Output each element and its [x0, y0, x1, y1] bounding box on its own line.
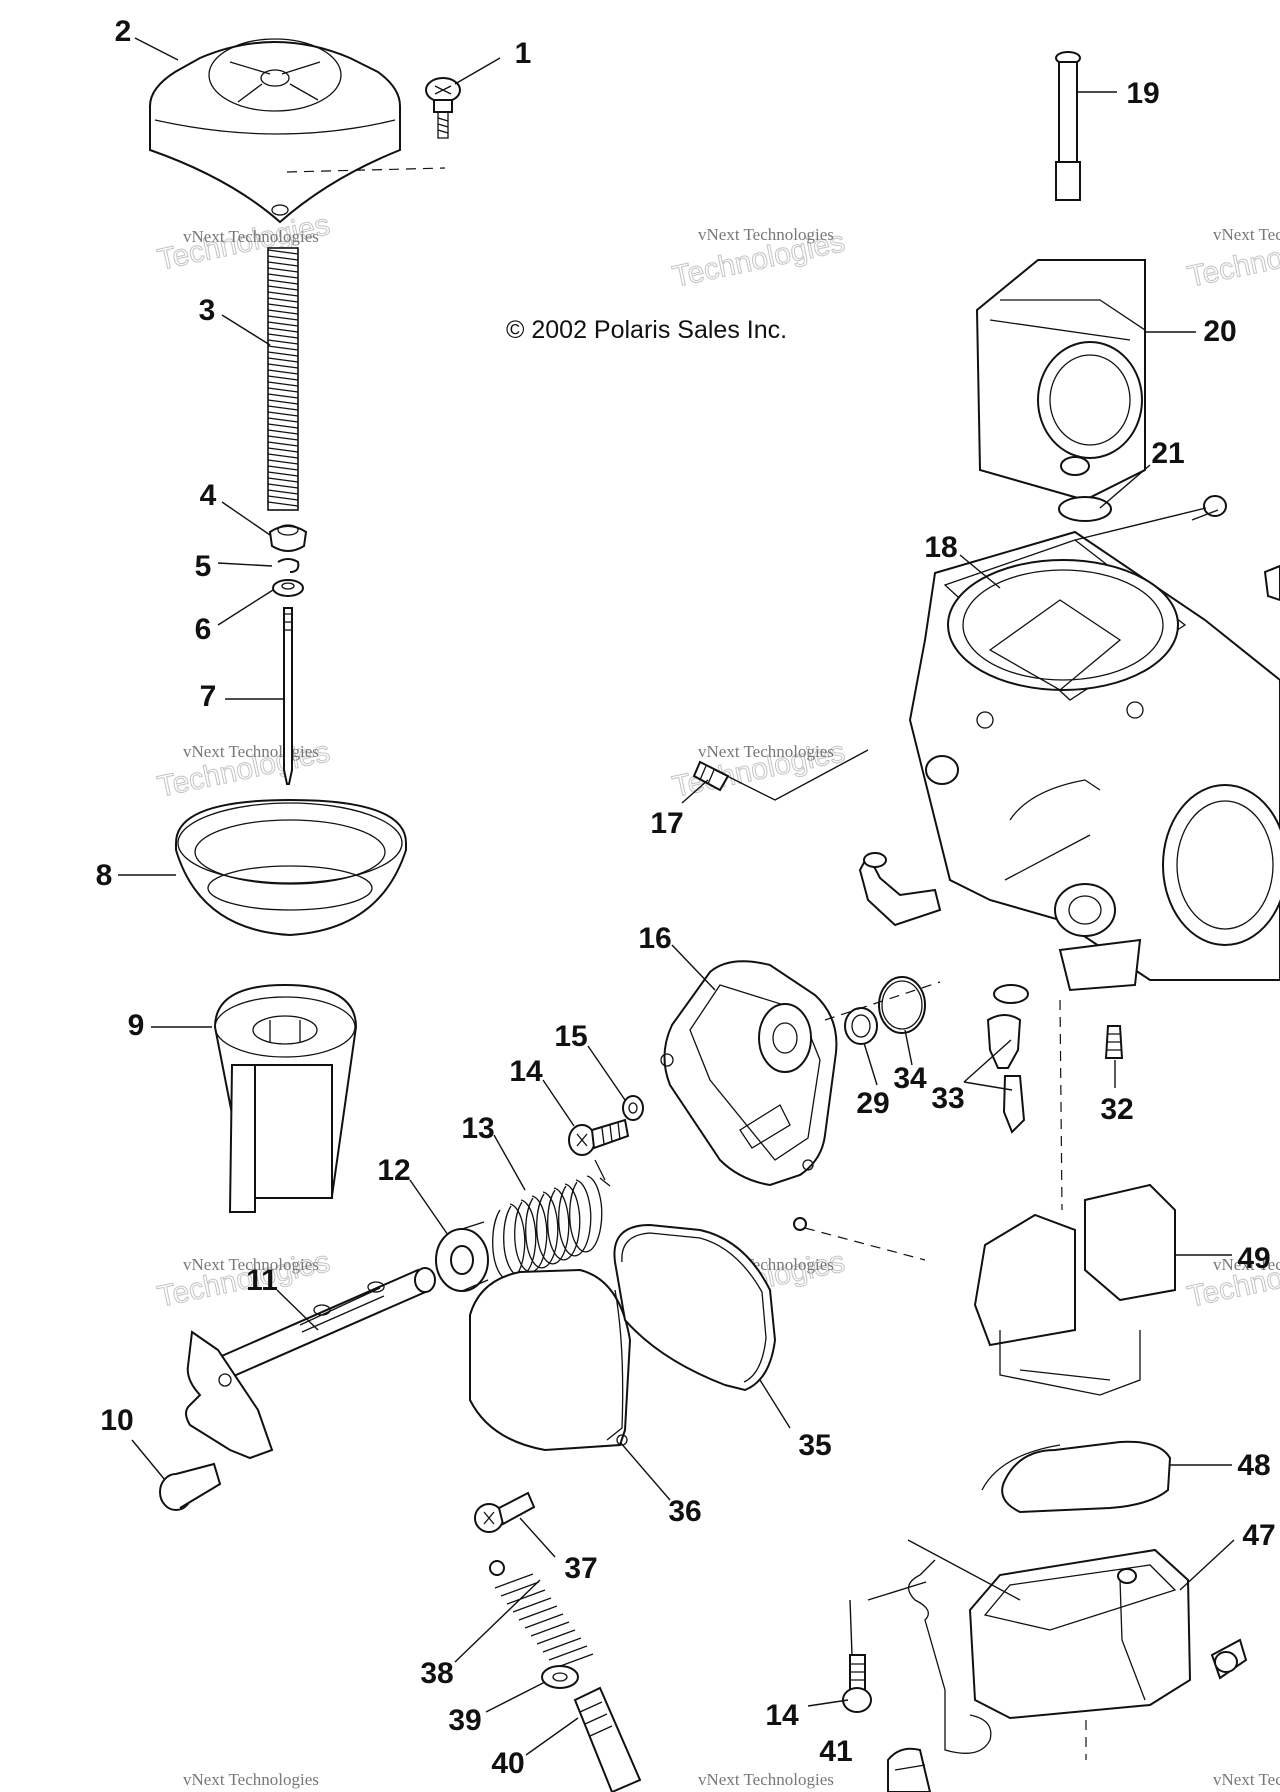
part-diaphragm [175, 798, 407, 937]
callout-2: 2 [115, 15, 132, 48]
watermark-text: vNext Technologies [698, 225, 834, 244]
copyright-notice: © 2002 Polaris Sales Inc. [506, 316, 787, 344]
part-retainer [268, 524, 308, 552]
callout-38: 38 [420, 1657, 453, 1690]
part-o-ring-21 [1058, 496, 1112, 522]
callout-17: 17 [650, 807, 683, 840]
callout-21: 21 [1151, 437, 1184, 470]
part-carburetor-body [858, 530, 1280, 992]
part-bracket [975, 259, 1146, 502]
part-screw-37 [474, 1491, 536, 1533]
part-bushing [435, 1221, 489, 1292]
callout-36: 36 [668, 1495, 701, 1528]
clip-end [919, 1559, 936, 1576]
part-idle-screw [159, 1462, 222, 1511]
part-plunger [1055, 51, 1081, 201]
part-drain-screw [1210, 1638, 1248, 1680]
part-plug-ball [793, 1217, 807, 1231]
watermark-text: vNext Technologies [1213, 1770, 1280, 1789]
callout-9: 9 [128, 1009, 145, 1042]
callout-14: 14 [765, 1699, 799, 1732]
dashed-axis [804, 1227, 926, 1261]
callout-4: 4 [200, 479, 217, 512]
callout-35: 35 [798, 1429, 831, 1462]
dashed-leader [286, 167, 446, 173]
part-screw-top [425, 77, 461, 139]
gasket-inner [621, 1232, 767, 1383]
part-throttle-shaft [185, 1267, 436, 1460]
callout-29: 29 [856, 1087, 889, 1120]
part-gasket-48 [1001, 1440, 1172, 1514]
leader-lines [118, 37, 1235, 1756]
callout-10: 10 [100, 1404, 133, 1437]
part-screw-cover [568, 1118, 630, 1156]
callout-19: 19 [1126, 77, 1159, 110]
part-torsion-spring [492, 1159, 611, 1281]
part-float-bowl [968, 1548, 1192, 1720]
callout-12: 12 [377, 1154, 410, 1187]
callout-13: 13 [461, 1112, 494, 1145]
part-washer-15 [622, 1095, 644, 1121]
part-spring-38 [489, 1560, 594, 1669]
part-fuel-fitting [573, 1686, 642, 1792]
dashed-axis [824, 981, 941, 1021]
part-screw-bowl [842, 1654, 872, 1713]
part-side-cover [469, 1268, 632, 1452]
callout-40: 40 [491, 1747, 524, 1780]
part-gasket-35 [613, 1223, 777, 1392]
callout-47: 47 [1242, 1519, 1275, 1552]
watermark-text: vNext Technologies [698, 1770, 834, 1789]
watermark-text: vNext Technologies [183, 742, 319, 761]
callout-37: 37 [564, 1552, 597, 1585]
part-fitting [1263, 564, 1280, 602]
part-throttle-slide [213, 983, 358, 1213]
part-e-clip [277, 558, 300, 573]
part-o-ring-34 [878, 976, 926, 1034]
callout-8: 8 [96, 859, 113, 892]
callout-5: 5 [195, 550, 212, 583]
watermark-text: vNext Technologies [183, 1255, 319, 1274]
callout-20: 20 [1203, 315, 1236, 348]
part-retaining-clip [908, 1574, 992, 1754]
part-washer-39 [541, 1665, 579, 1689]
part-top-cover [149, 38, 401, 224]
callout-39: 39 [448, 1704, 481, 1737]
callout-32: 32 [1100, 1093, 1133, 1126]
watermark-text: vNext Technologies [698, 742, 834, 761]
callout-6: 6 [195, 613, 212, 646]
dashed-axis [1059, 999, 1063, 1211]
part-hose-fitting [887, 1747, 932, 1792]
watermark-text: vNext Technologies [183, 1770, 319, 1789]
watermark-text: vNext Technologies [1213, 225, 1280, 244]
callout-49: 49 [1237, 1242, 1270, 1275]
callout-16: 16 [638, 922, 671, 955]
callout-14: 14 [509, 1055, 543, 1088]
callout-48: 48 [1237, 1449, 1270, 1482]
callout-15: 15 [554, 1020, 587, 1053]
part-main-jet-assembly [986, 984, 1029, 1134]
part-pilot-screw [1104, 1025, 1124, 1059]
part-washer [272, 579, 304, 597]
watermark-text: vNext Technologies [1213, 1255, 1280, 1274]
callout-41: 41 [819, 1735, 852, 1768]
callout-1: 1 [515, 37, 532, 70]
part-float [973, 1183, 1176, 1396]
gasket-edge [981, 1444, 1061, 1491]
callout-34: 34 [893, 1062, 927, 1095]
watermark-text: vNext Technologies [183, 227, 319, 246]
callout-33: 33 [931, 1082, 964, 1115]
part-spring [267, 247, 299, 511]
part-side-housing [660, 960, 838, 1187]
part-jet-needle [283, 607, 293, 785]
callout-11: 11 [246, 1264, 278, 1297]
part-fitting [1203, 495, 1227, 517]
callout-18: 18 [924, 531, 957, 564]
callout-7: 7 [200, 680, 217, 713]
callout-3: 3 [199, 294, 216, 327]
part-o-ring-29 [844, 1007, 878, 1045]
